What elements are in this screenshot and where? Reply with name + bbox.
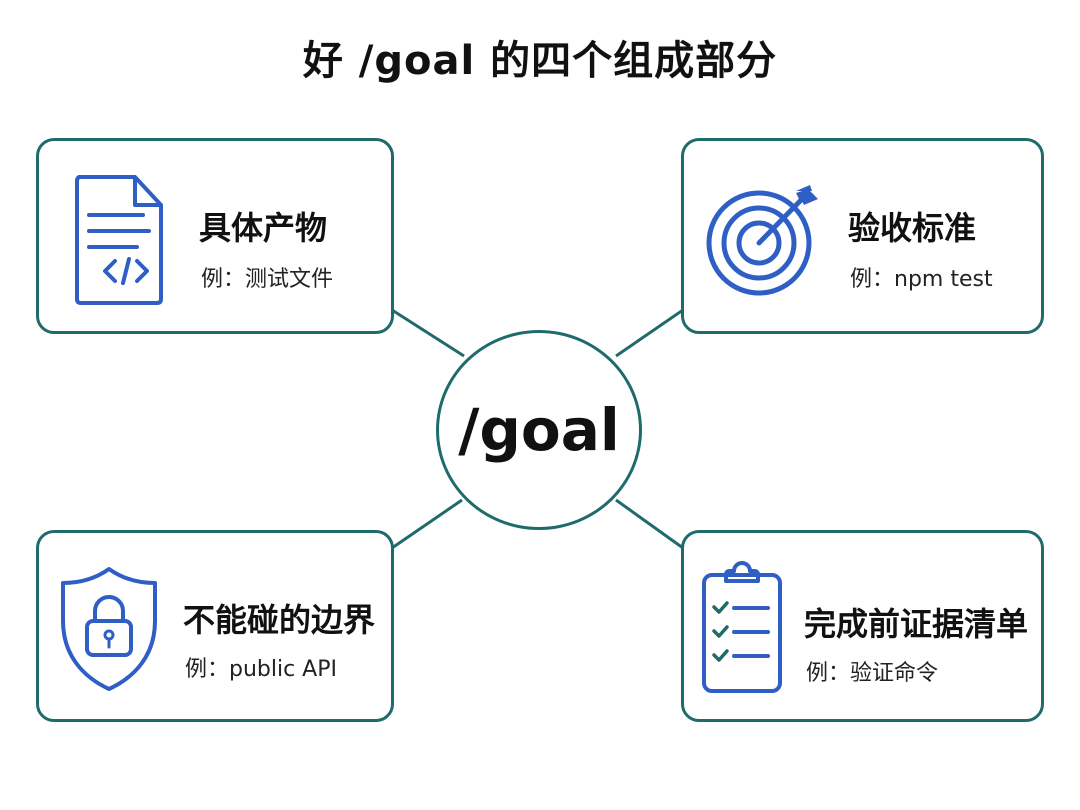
card-checklist: 完成前证据清单 例：验证命令 xyxy=(681,530,1044,722)
card-acceptance: 验收标准 例：npm test xyxy=(681,138,1044,334)
card-deliverable: 具体产物 例：测试文件 xyxy=(36,138,394,334)
connector-top-right xyxy=(615,308,684,358)
clipboard-checklist-icon xyxy=(702,561,782,693)
card-label: 完成前证据清单 xyxy=(804,605,1029,643)
connector-bottom-left xyxy=(391,498,463,550)
code-document-icon xyxy=(75,175,163,305)
page-title: 好 /goal 的四个组成部分 xyxy=(302,38,778,84)
card-label: 具体产物 xyxy=(199,209,328,247)
shield-lock-icon xyxy=(61,567,157,691)
card-boundary: 不能碰的边界 例：public API xyxy=(36,530,394,722)
hub-label: /goal xyxy=(458,396,620,464)
connector-top-left xyxy=(391,308,465,358)
card-label: 不能碰的边界 xyxy=(183,601,376,639)
goal-hub: /goal xyxy=(436,330,642,530)
target-icon xyxy=(706,185,818,296)
connector-bottom-right xyxy=(615,498,684,550)
card-example: 例：验证命令 xyxy=(806,661,939,686)
card-label: 验收标准 xyxy=(848,209,977,247)
card-example: 例：public API xyxy=(185,657,337,682)
card-example: 例：npm test xyxy=(850,267,993,292)
card-example: 例：测试文件 xyxy=(201,267,334,292)
